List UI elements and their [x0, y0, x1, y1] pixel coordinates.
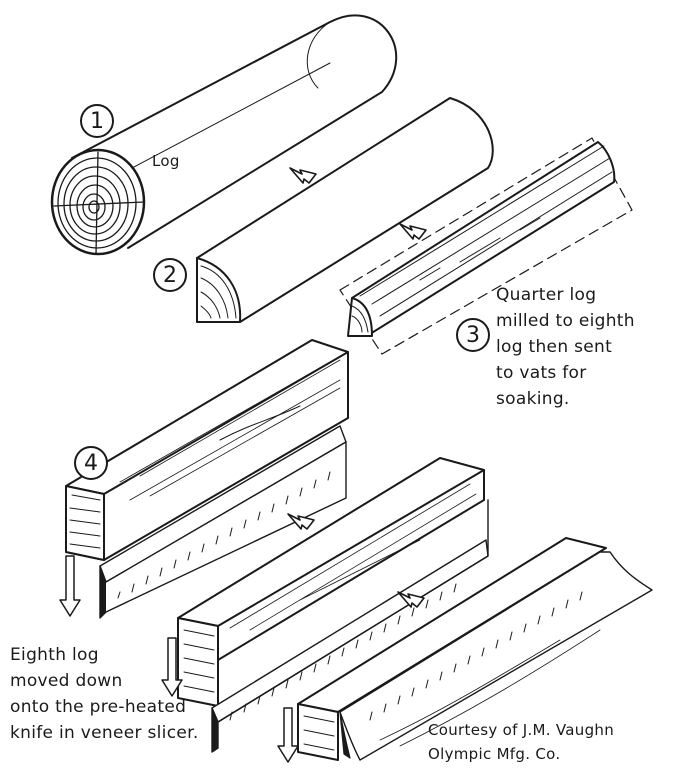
slicer-knife-middle: [211, 499, 489, 753]
arrow-icon-step4: [287, 513, 315, 530]
eighth-note-line-1: Eighth log: [10, 645, 99, 665]
eighth-note-line-2: moved down: [10, 671, 123, 691]
quarter-note-line-4: to vats for: [496, 363, 587, 383]
quarter-note-line-2: milled to eighth: [496, 311, 635, 331]
quarter-note-line-1: Quarter log: [496, 285, 597, 305]
arrow-icon-step1: [289, 167, 317, 184]
log-cylinder: [50, 14, 398, 256]
quarter-note-line-3: log then sent: [496, 337, 613, 357]
credit-line-1: Courtesy of J.M. Vaughn: [428, 721, 615, 739]
arrow-icon-step2: [399, 223, 427, 240]
down-arrow-icon-upper: [59, 555, 81, 617]
flitch-lower: [297, 537, 607, 761]
slicer-knife-upper: [99, 425, 347, 619]
credit: Courtesy of J.M. Vaughn Olympic Mfg. Co.: [428, 718, 614, 766]
arrow-icon-step5: [397, 591, 425, 608]
credit-line-2: Olympic Mfg. Co.: [428, 745, 561, 763]
log-label: Log: [152, 152, 180, 170]
slicer-knife-lower: [339, 551, 653, 761]
step-number-4: 4: [74, 446, 108, 480]
flitch-middle: [177, 457, 485, 707]
quarter-log-note: Quarter log milled to eighth log then se…: [496, 282, 635, 412]
step-number-2: 2: [153, 258, 187, 292]
down-arrow-icon-lower: [277, 707, 299, 763]
quarter-log: [196, 97, 494, 323]
down-arrow-icon-middle: [161, 637, 183, 697]
flitch-upper: [65, 339, 349, 561]
quarter-note-line-5: soaking.: [496, 389, 570, 409]
eighth-log-milled: [339, 137, 633, 355]
eighth-log-note: Eighth log moved down onto the pre-heate…: [10, 642, 199, 746]
eighth-note-line-4: knife in veneer slicer.: [10, 723, 199, 743]
step-number-1: 1: [80, 104, 114, 138]
eighth-note-line-3: onto the pre-heated: [10, 697, 187, 717]
step-number-3: 3: [456, 318, 490, 352]
